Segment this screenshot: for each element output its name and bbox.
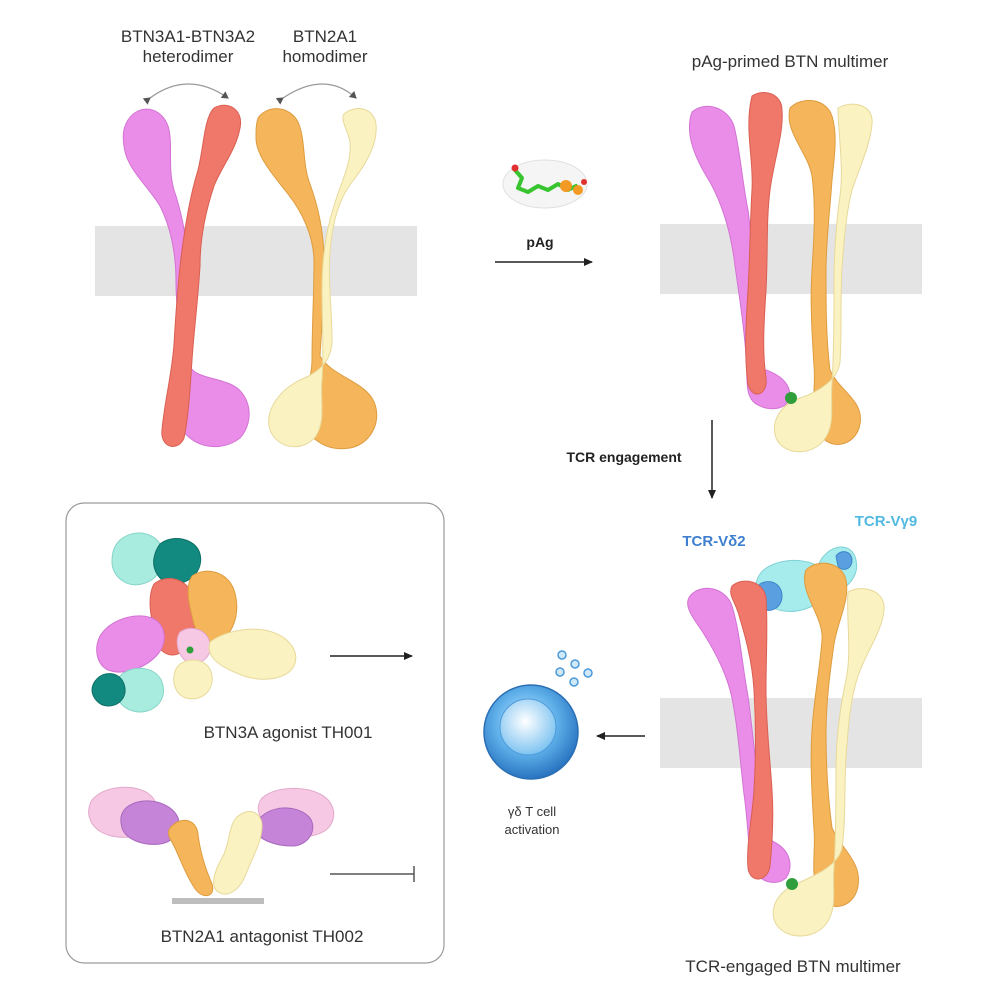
heterodimer-title-line2: heterodimer [143, 47, 234, 66]
primed-btn3a2 [745, 92, 783, 395]
primed-btn2a1-dark [788, 100, 861, 445]
agonist-antibody-light [111, 532, 165, 586]
btn3a1-protein [122, 108, 250, 448]
agonist-antibody-dark-2 [91, 673, 126, 707]
t-cell-label-line2: activation [505, 822, 560, 837]
antagonist-fab-left-purple [120, 800, 180, 845]
pag-primed-title: pAg-primed BTN multimer [692, 52, 889, 71]
btn2a1-light-protein [268, 108, 377, 448]
pag-ligand-halo [502, 159, 588, 209]
membrane-band-3 [660, 698, 922, 768]
agonist-btn3a1-pale [176, 628, 211, 664]
engaged-btn3a2 [730, 580, 774, 880]
tcr-engagement-label: TCR engagement [566, 449, 681, 465]
tcr-vgamma9-label: TCR-Vγ9 [855, 513, 918, 530]
pag-ligand-group: pAg [495, 159, 593, 266]
engaged-btn2a1-dark [804, 562, 859, 907]
pag-oxygen2-icon [581, 179, 587, 185]
heterodimer-bracket [142, 83, 229, 105]
t-cell-activation: γδ T cell activation [483, 650, 645, 837]
heterodimer-title-line1: BTN3A1-BTN3A2 [121, 27, 255, 46]
engaged-pag-bound-icon [786, 878, 798, 890]
pag-phosphate-icon [560, 180, 572, 192]
agonist-btn2a1-light [173, 628, 297, 700]
primed-btn2a1-light [774, 103, 873, 453]
btn3a2-protein [161, 104, 242, 447]
membrane-band-2 [660, 224, 922, 294]
tcr-vdelta2-label: TCR-Vδ2 [682, 533, 745, 550]
pag-oxygen-icon [511, 164, 519, 172]
panel-tcr-engaged: TCR-Vδ2 TCR-Vγ9 TCR-engaged BTN multimer [660, 513, 922, 976]
agonist-btn3a1 [96, 615, 165, 673]
agonist-label: BTN3A agonist TH001 [204, 723, 373, 742]
antagonist-btn2a1-light [213, 811, 263, 895]
pag-arrow-label: pAg [526, 234, 553, 250]
homodimer-bracket [275, 83, 357, 105]
antagonist-th002-complex [88, 786, 335, 904]
membrane-band-1 [95, 226, 417, 296]
cytokine-dots-icon [555, 650, 593, 687]
pag-phosphate2-icon [573, 185, 583, 195]
agonist-pag-icon [186, 646, 194, 654]
primed-pag-bound-icon [785, 392, 797, 404]
panel-pag-primed: pAg-primed BTN multimer [660, 52, 922, 453]
therapeutics-inset: BTN3A agonist TH001 BTN2A1 antagonist TH… [65, 502, 445, 964]
tcr-engagement-step: TCR engagement [566, 420, 716, 499]
antagonist-membrane-bar [172, 898, 264, 904]
antagonist-label: BTN2A1 antagonist TH002 [161, 927, 364, 946]
homodimer-title-line1: BTN2A1 [293, 27, 357, 46]
tcr-engaged-title: TCR-engaged BTN multimer [685, 957, 901, 976]
antagonist-btn2a1-dark [167, 819, 214, 897]
btn2a1-dark-protein [255, 108, 378, 450]
engaged-btn2a1-light [772, 588, 885, 937]
agonist-th001-complex [91, 532, 297, 713]
t-cell-label-line1: γδ T cell [508, 804, 556, 819]
engaged-btn3a1 [687, 587, 791, 883]
homodimer-title-line2: homodimer [282, 47, 367, 66]
panel-resting-dimers: BTN3A1-BTN3A2 heterodimer BTN2A1 homodim… [95, 27, 417, 450]
t-cell-nucleus-icon [499, 698, 557, 756]
